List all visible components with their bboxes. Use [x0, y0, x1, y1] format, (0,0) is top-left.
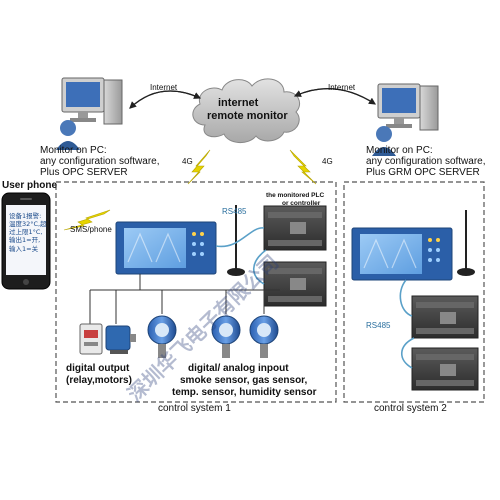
antenna-1-icon	[227, 205, 245, 276]
plc-1a	[263, 205, 327, 251]
monitor-left-line1: Monitor on PC:	[40, 145, 107, 156]
4g-label-left: 4G	[182, 157, 193, 166]
phone-icon	[1, 192, 51, 290]
plc-2a	[411, 295, 479, 339]
internet-label-right: Internet	[328, 83, 356, 92]
motor-icon	[105, 325, 136, 354]
plc-1b	[263, 261, 327, 307]
sensor-2-icon	[211, 315, 241, 358]
sms-phone-label: SMS/phone	[70, 225, 112, 234]
rs485-cable-1a	[215, 227, 265, 248]
control-system-2-label: control system 2	[374, 403, 447, 414]
rs485-cable-2b	[400, 337, 415, 369]
cloud-title-line2: remote monitor	[207, 110, 288, 122]
phone-message-line4: 输出1=开,	[9, 236, 41, 245]
antenna-2-icon	[457, 210, 475, 276]
4g-signal-left-icon	[187, 149, 211, 185]
cloud-title-line1: internet	[218, 97, 259, 109]
control-system-1-label: control system 1	[158, 403, 231, 414]
monitor-left-line2: any configuration software,	[40, 156, 160, 167]
4g-signal-right-icon	[289, 149, 317, 185]
monitored-plc-line2: or controller	[282, 200, 321, 207]
monitor-right-line1: Monitor on PC:	[366, 145, 433, 156]
pc-monitor-right-icon	[372, 83, 439, 156]
phone-message-line3: 过上限1°C,	[9, 228, 43, 237]
internet-arrow-left-back	[129, 90, 201, 109]
relay-icon	[79, 323, 103, 355]
controller-panel-1	[115, 221, 217, 275]
pc-monitor-left-icon	[56, 77, 123, 150]
io-wiring	[89, 274, 280, 324]
sensor-1-icon	[147, 315, 177, 358]
rs485-label-right: RS485	[366, 321, 391, 330]
controller-panel-2	[351, 227, 453, 281]
monitored-plc-line1: the monitored PLC	[266, 192, 325, 199]
monitor-left-line3: Plus OPC SERVER	[40, 167, 128, 178]
plc-2b	[411, 347, 479, 391]
control-system-1-boundary	[55, 181, 337, 403]
sensor-3-icon	[249, 315, 279, 358]
rs485-cable-1b	[252, 249, 267, 285]
digital-analog-line3: temp. sensor, humidity sensor	[172, 387, 317, 398]
digital-analog-line2: smoke sensor, gas sensor,	[180, 375, 308, 386]
monitor-right-line2: any configuration software,	[366, 156, 486, 167]
4g-label-right: 4G	[322, 157, 333, 166]
user-phone-label: User phone	[2, 180, 58, 191]
phone-message-line2: 温度32°C,超	[9, 220, 47, 229]
phone-message: 设备1报警: 温度32°C,超 过上限1°C, 输出1=开, 输入1=关	[9, 212, 47, 253]
digital-output-line1: digital output	[66, 363, 130, 374]
sms-signal-icon	[63, 209, 111, 231]
digital-analog-line1: digital/ analog inpout	[188, 363, 289, 374]
cloud-icon	[192, 78, 300, 143]
phone-message-line5: 输入1=关	[9, 244, 39, 253]
digital-output-line2: (relay,motors)	[66, 375, 132, 386]
monitor-right-line3: Plus GRM OPC SERVER	[366, 167, 480, 178]
control-system-2-boundary	[343, 181, 485, 403]
internet-arrow-right-back	[293, 88, 376, 105]
rs485-cable-2a	[399, 279, 413, 317]
phone-message-line1: 设备1报警:	[9, 212, 42, 220]
rs485-label-top: RS485	[222, 207, 247, 216]
internet-label-left: Internet	[150, 83, 178, 92]
